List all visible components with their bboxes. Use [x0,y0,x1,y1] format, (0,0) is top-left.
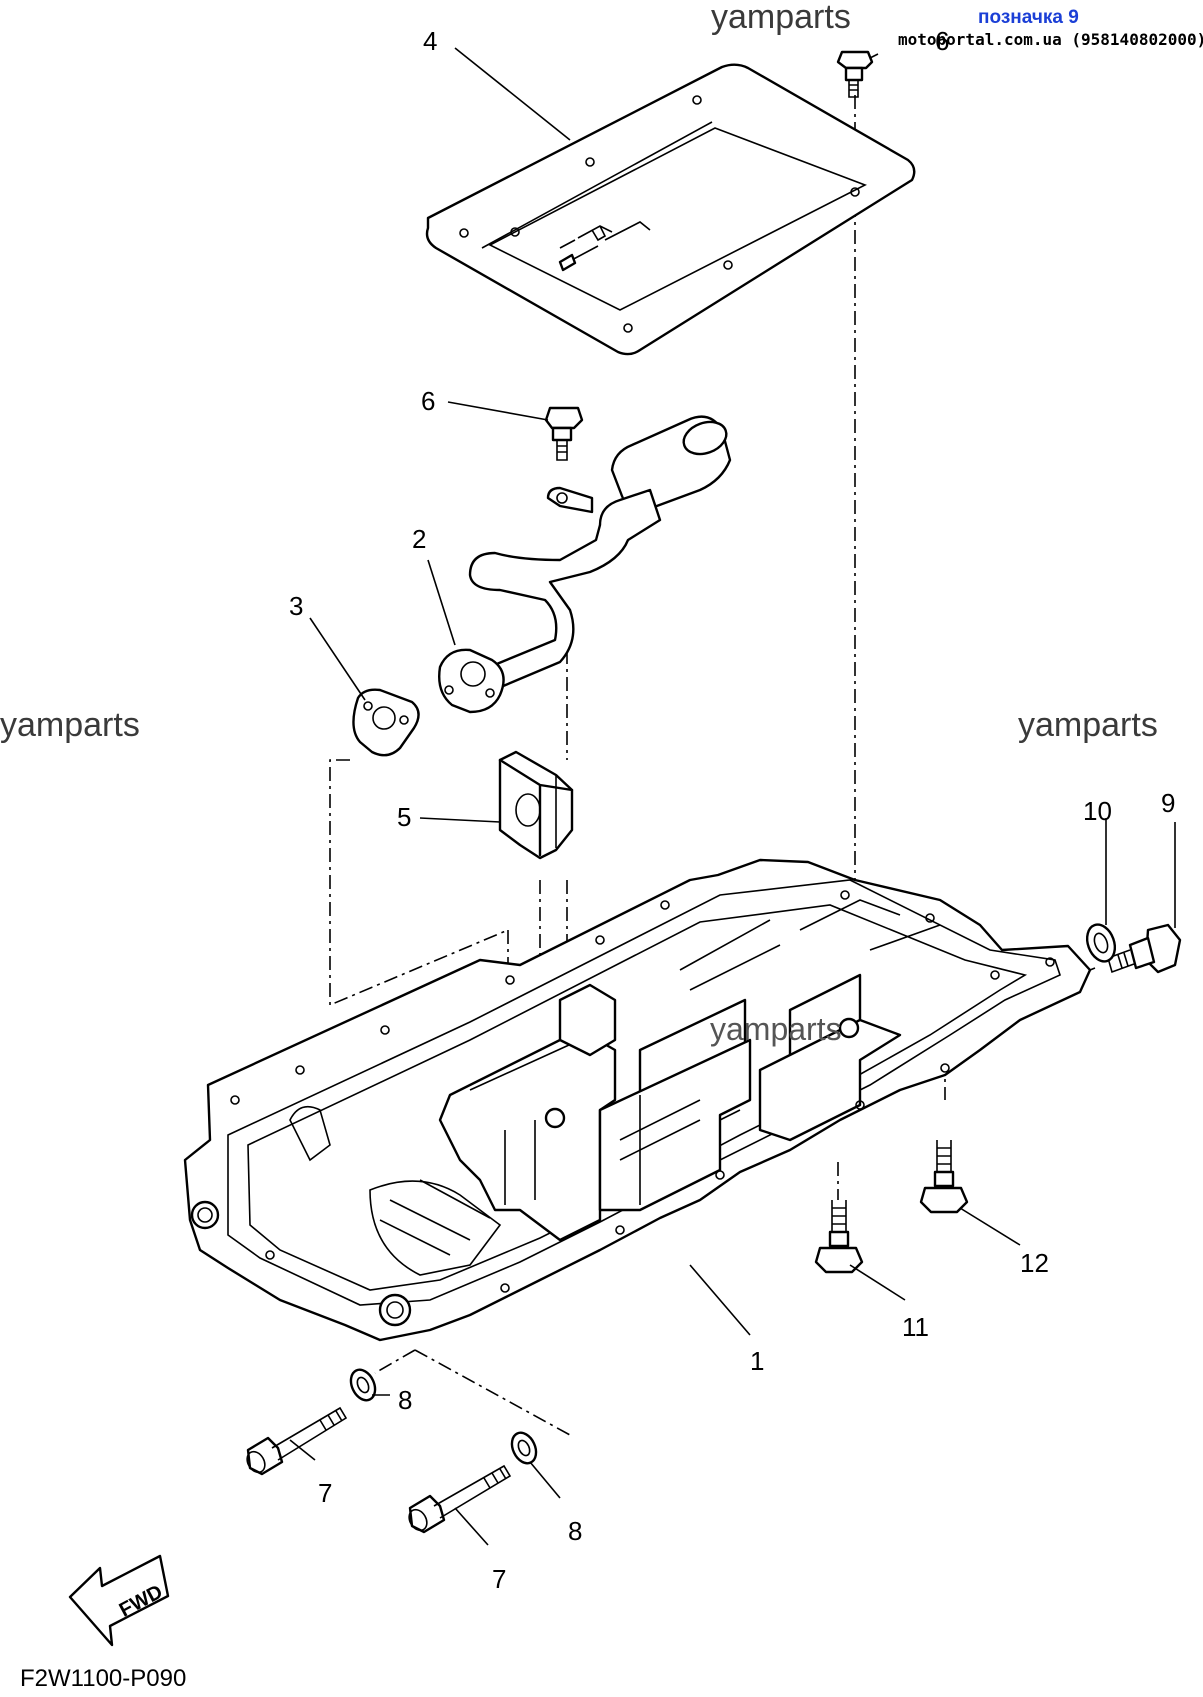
watermark-center: yamparts [710,1011,842,1047]
part-8-washer-b [510,1431,538,1465]
callout-5: 5 [397,802,411,832]
callout-8-a: 8 [398,1385,412,1415]
callout-7-a: 7 [318,1478,332,1508]
part-3-gasket [352,688,420,757]
part-10-washer [1085,923,1117,963]
callout-1: 1 [750,1346,764,1376]
part-6-bolt-top [836,50,874,98]
fwd-arrow: FWD [68,1554,170,1647]
part-1-oil-pan [183,858,1092,1342]
callout-11: 11 [902,1312,929,1342]
callout-3: 3 [289,591,303,621]
site-label: motoportal.com.ua (958140802000) [898,30,1203,49]
callout-9: 9 [1161,788,1175,818]
part-8-washer-a [349,1368,377,1402]
callout-6-middle: 6 [421,386,435,416]
watermark-right: yamparts [1018,706,1158,744]
leader-lines [289,47,1176,1546]
watermark-top: yamparts [711,0,851,36]
callout-10: 10 [1083,796,1112,826]
part-9-drain-bolt [1107,923,1182,974]
part-2-strainer-pipe [438,415,732,714]
part-5-bracket [498,750,574,860]
watermark-left: yamparts [0,706,140,744]
drawing-code: F2W1100-P090 [20,1665,186,1692]
part-6-bolt-middle [544,406,584,461]
callout-7-b: 7 [492,1564,506,1594]
part-7-screw-b [408,1464,512,1534]
callout-4: 4 [423,26,437,56]
callout-8-b: 8 [568,1516,582,1546]
part-7-screw-a [246,1406,348,1476]
callout-2: 2 [412,524,426,554]
callout-6-top: 6 [935,26,949,56]
part-12-bolt [919,1140,969,1214]
part-4-cover-plate [425,63,916,356]
callout-labels: 4 6 6 2 3 5 9 10 1 11 12 8 7 8 7 [289,26,1175,1594]
part-11-bolt [814,1200,864,1274]
tag-label: позначка 9 [978,7,1079,28]
callout-12: 12 [1020,1248,1049,1278]
